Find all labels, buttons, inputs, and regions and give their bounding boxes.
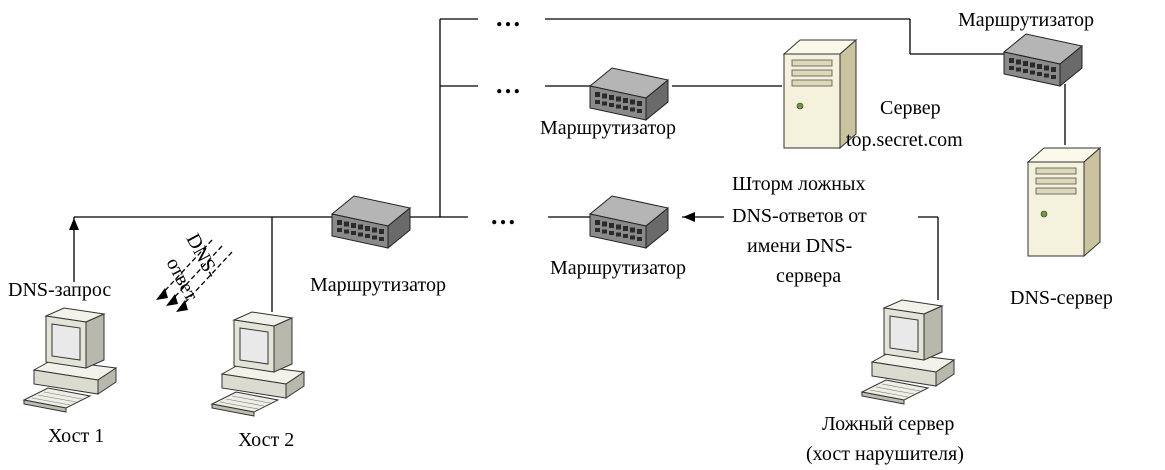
label-dns-request: DNS-запрос — [8, 279, 111, 301]
router-top-right-icon — [1003, 33, 1083, 87]
label-router-lower: Маршрутизатор — [550, 257, 686, 279]
label-dns-server: DNS-сервер — [1010, 287, 1113, 309]
dns-response-arrows — [159, 239, 233, 309]
host1-computer-icon — [23, 307, 117, 413]
response-arrow-head-icon — [156, 288, 168, 300]
router-lower-icon — [589, 195, 669, 249]
label-storm-line2: DNS-ответов от — [732, 205, 867, 227]
ellipsis-bottom: … — [490, 201, 518, 230]
label-router-top-right: Маршрутизатор — [958, 9, 1094, 31]
arrow-head-left-icon — [683, 212, 695, 222]
label-storm-line4: сервера — [776, 265, 841, 287]
label-router-mid: Маршрутизатор — [540, 117, 676, 139]
attacker-computer-icon — [861, 299, 955, 405]
router-mid-icon — [589, 67, 669, 121]
label-server-name: Сервер — [880, 97, 941, 119]
label-storm-line1: Шторм ложных — [732, 173, 865, 195]
arrow-head-up-icon — [69, 218, 79, 230]
dns-server-icon — [1027, 147, 1101, 257]
label-server-host: top.secret.com — [846, 129, 963, 151]
label-router-center: Маршрутизатор — [310, 274, 446, 296]
label-fake-server-line2: (хост нарушителя) — [806, 443, 964, 465]
ellipsis-middle: … — [495, 70, 523, 99]
label-storm-line3: имени DNS- — [747, 235, 852, 257]
router-center-icon — [331, 195, 411, 249]
network-links — [69, 18, 1066, 312]
label-fake-server-line1: Ложный сервер — [822, 413, 954, 435]
label-host2: Хост 2 — [238, 429, 294, 451]
label-host1: Хост 1 — [48, 425, 104, 447]
host2-computer-icon — [211, 311, 305, 417]
ellipsis-top: … — [495, 3, 523, 32]
response-arrow-head-icon — [176, 300, 188, 312]
response-arrow-head-icon — [166, 294, 178, 306]
